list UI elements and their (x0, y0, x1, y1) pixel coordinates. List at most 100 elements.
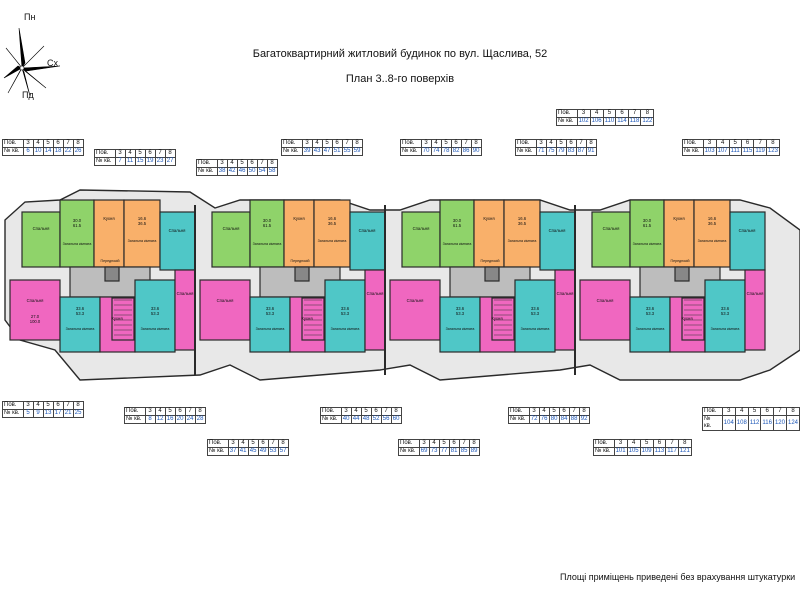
apartment-pink (174, 269, 196, 351)
room-area: 36.5 (518, 221, 527, 226)
floor-number: 3 (114, 149, 126, 158)
room-label-living: Загальна кімната (521, 327, 550, 331)
apartment-pink (389, 279, 441, 341)
compass-east-label: Сх (47, 58, 58, 68)
room-label-bedroom: Спальня (367, 291, 384, 296)
room-area: 61.5 (453, 223, 462, 228)
apartment-pink (199, 279, 251, 341)
apartment-number: 48 (360, 415, 372, 424)
floor-number: 3 (702, 139, 717, 148)
room-label-living: Загальна кімната (253, 242, 282, 246)
apartment-number: 70 (420, 147, 432, 156)
apartment-number: 39 (301, 147, 313, 156)
room-label-living: Загальна кімната (698, 239, 727, 243)
floor-number: 4 (430, 139, 442, 148)
floor-number: 5 (438, 439, 450, 448)
room-label-kitchen: Кухня (491, 316, 502, 321)
floor-number: 4 (124, 149, 136, 158)
floor-number: 4 (715, 139, 730, 148)
apartment-number: 75 (545, 147, 557, 156)
apartment-header: № кв. (556, 117, 578, 126)
floor-number: 4 (237, 439, 249, 448)
floor-number: 7 (267, 439, 279, 448)
room-area: 36.5 (138, 221, 147, 226)
apartment-header: № кв. (682, 147, 704, 156)
room-label-living: Загальна кімната (636, 327, 665, 331)
apartment-header: № кв. (124, 415, 146, 424)
floor-number: 8 (765, 139, 780, 148)
apartment-number: 53 (267, 447, 279, 456)
apartment-number: 72 (528, 415, 540, 424)
apartment-number: 18 (52, 147, 64, 156)
apartment-number: 15 (134, 157, 146, 166)
room-label-kitchen: Кухня (673, 216, 684, 221)
apartment-number: 71 (535, 147, 547, 156)
floor-number: 4 (428, 439, 440, 448)
room-label-bedroom: Спальня (557, 291, 574, 296)
floor-number: 8 (585, 139, 597, 148)
apartment-number: 83 (565, 147, 577, 156)
floor-number: 6 (615, 109, 629, 118)
floor-number: 7 (458, 439, 470, 448)
apartment-orange (123, 199, 161, 268)
apartment-orange (283, 199, 315, 268)
floor-header: Пов. (556, 109, 578, 118)
room-area: 53.3 (151, 311, 160, 316)
apartment-number: 56 (380, 415, 392, 424)
room-label-bedroom: Спальня (223, 226, 240, 231)
room-label-living: Загальна кімната (66, 327, 95, 331)
apartment-number: 17 (52, 409, 64, 418)
apartment-header: № кв. (515, 147, 537, 156)
floor-number: 3 (576, 109, 591, 118)
floor-number: 5 (555, 139, 567, 148)
apartment-number: 105 (626, 447, 641, 456)
apartment-teal (439, 296, 481, 353)
room-label-bedroom: Спальня (169, 228, 186, 233)
apartment-number: 109 (639, 447, 654, 456)
room-label-kitchen: Кухня (111, 316, 122, 321)
apartment-number: 112 (747, 415, 762, 431)
floor-number: 7 (341, 139, 353, 148)
apartment-number: 20 (174, 415, 186, 424)
room-label-hall: Передпокій (101, 259, 120, 263)
apartment-teal (514, 279, 556, 353)
room-area: 30.0 (453, 218, 462, 223)
apartment-number: 27 (164, 157, 176, 166)
room-label-living: Загальна кімната (508, 239, 537, 243)
staircase (111, 297, 135, 341)
floor-number: 6 (450, 139, 462, 148)
apartment-number: 102 (576, 117, 591, 126)
room-area: 30.0 (73, 218, 82, 223)
apartment-green (439, 199, 475, 268)
apartment-pink (554, 269, 576, 351)
floor-number: 5 (602, 109, 617, 118)
room-area: 30.0 (263, 218, 272, 223)
apartment-number: 118 (627, 117, 642, 126)
floor-number: 4 (626, 439, 641, 448)
floor-number: 3 (418, 439, 430, 448)
floor-number: 7 (753, 139, 767, 148)
apartment-number: 21 (62, 409, 74, 418)
room-area: 53.3 (721, 311, 730, 316)
apartment-number: 76 (538, 415, 550, 424)
apartment-number: 41 (237, 447, 249, 456)
apartment-header: № кв. (508, 415, 530, 424)
apartment-teal (324, 279, 366, 353)
apartment-pink (479, 296, 516, 353)
apartment-number: 88 (568, 415, 580, 424)
room-area: 36.5 (708, 221, 717, 226)
apartment-number: 121 (677, 447, 692, 456)
floor-number: 8 (351, 139, 363, 148)
room-area: 53.3 (341, 311, 350, 316)
apartment-number: 87 (575, 147, 587, 156)
room-label-kitchen: Кухня (103, 216, 114, 221)
floor-number: 6 (257, 439, 269, 448)
apartment-number: 111 (728, 147, 742, 156)
floor-header: Пов. (593, 439, 615, 448)
